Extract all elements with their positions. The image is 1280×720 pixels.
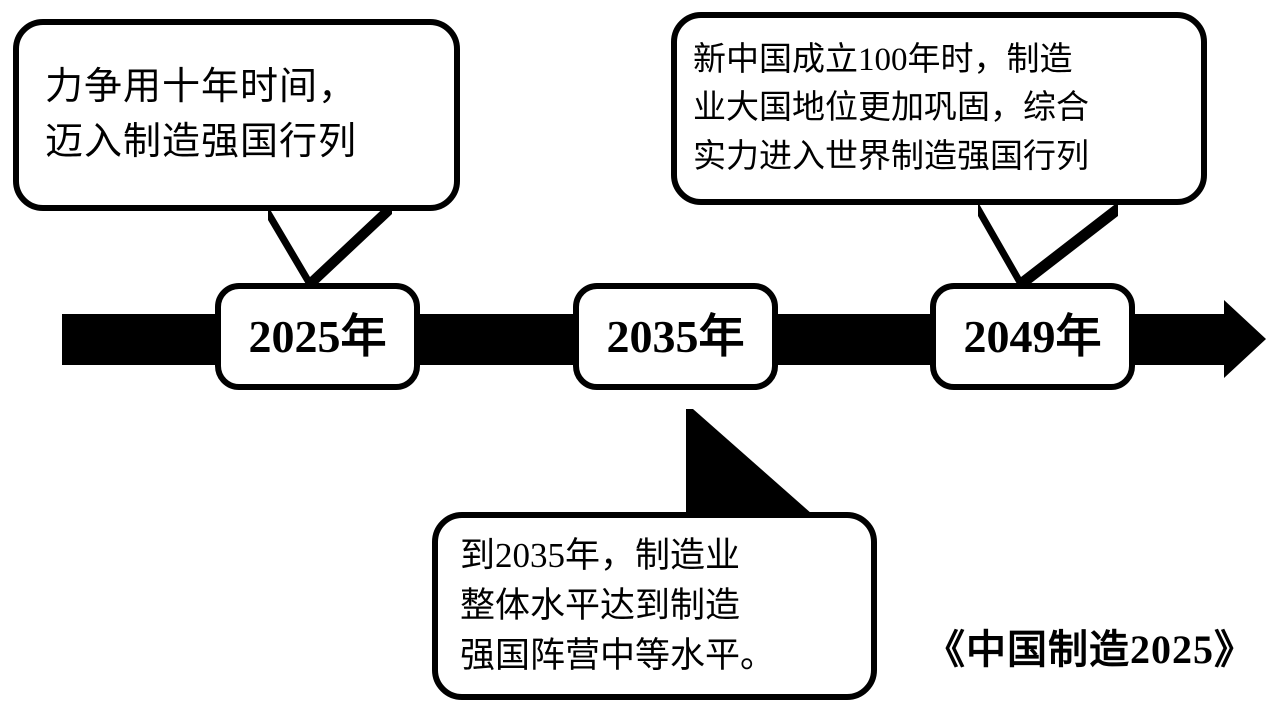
callout-bubble-2035[interactable]: 到2035年，制造业 整体水平达到制造 强国阵营中等水平。	[432, 512, 877, 700]
callout-tail-2035	[686, 409, 812, 514]
source-caption: 《中国制造2025》	[925, 627, 1255, 672]
milestone-box-2035[interactable]: 2035年	[573, 283, 778, 390]
callout-text-2049: 新中国成立100年时，制造 业大国地位更加巩固，综合 实力进入世界制造强国行列	[693, 41, 1089, 175]
milestone-box-2025[interactable]: 2025年	[215, 283, 420, 390]
callout-tail-2049	[978, 202, 1118, 291]
callout-text-2025: 力争用十年时间， 迈入制造强国行列	[45, 65, 358, 163]
milestone-label-2025: 2025年	[248, 310, 387, 362]
timeline-arrowhead	[1224, 300, 1266, 378]
callout-bubble-2025[interactable]: 力争用十年时间， 迈入制造强国行列	[13, 19, 460, 211]
milestone-box-2049[interactable]: 2049年	[930, 283, 1135, 390]
callout-bubble-2049[interactable]: 新中国成立100年时，制造 业大国地位更加巩固，综合 实力进入世界制造强国行列	[671, 12, 1207, 205]
milestone-label-2035: 2035年	[606, 310, 745, 362]
callout-tail-2035-leg	[686, 409, 693, 514]
callout-tail-2025	[268, 200, 392, 291]
milestone-label-2049: 2049年	[963, 310, 1102, 362]
callout-text-2035: 到2035年，制造业 整体水平达到制造 强国阵营中等水平。	[460, 536, 776, 675]
